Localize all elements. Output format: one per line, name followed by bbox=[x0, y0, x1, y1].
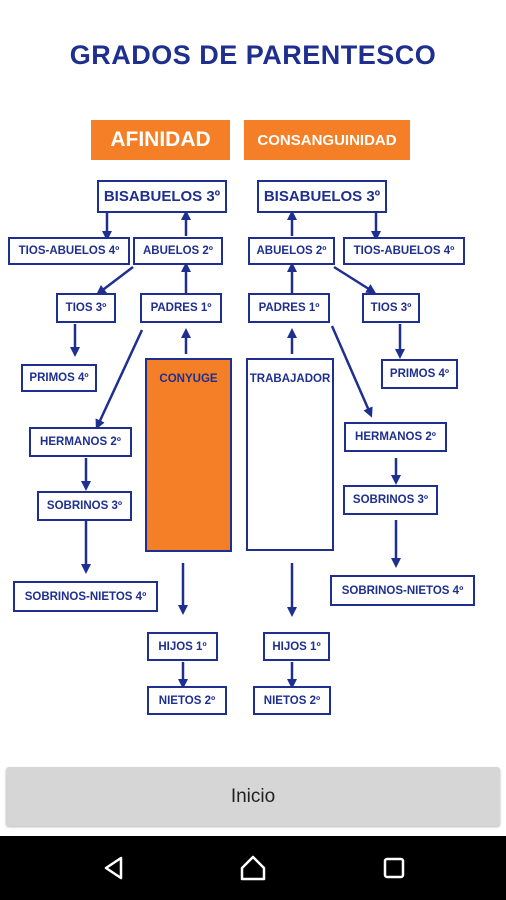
home-icon[interactable] bbox=[223, 836, 283, 900]
node-abuelos-right: ABUELOS 2º bbox=[248, 237, 335, 265]
node-hermanos-right: HERMANOS 2º bbox=[344, 422, 447, 452]
node-trabajador: TRABAJADOR bbox=[246, 358, 334, 551]
recents-icon[interactable] bbox=[364, 836, 424, 900]
arrow-to-hermanos-left bbox=[95, 329, 144, 430]
back-icon[interactable] bbox=[84, 836, 144, 900]
node-hijos-left: HIJOS 1º bbox=[147, 632, 218, 661]
node-bisabuelos-right: BISABUELOS 3º bbox=[257, 180, 387, 213]
page-title: GRADOS DE PARENTESCO bbox=[69, 40, 437, 70]
node-sobrinos-nietos-right: SOBRINOS-NIETOS 4º bbox=[330, 575, 475, 606]
node-tios-abuelos-left: TIOS-ABUELOS 4º bbox=[8, 237, 130, 265]
node-hijos-right: HIJOS 1º bbox=[263, 632, 330, 661]
node-bisabuelos-left: BISABUELOS 3º bbox=[97, 180, 227, 213]
node-padres-right: PADRES 1º bbox=[248, 293, 330, 323]
node-nietos-left: NIETOS 2º bbox=[147, 686, 227, 715]
node-hermanos-left: HERMANOS 2º bbox=[29, 427, 132, 457]
inicio-button[interactable]: Inicio bbox=[6, 767, 500, 826]
node-sobrinos-nietos-left: SOBRINOS-NIETOS 4º bbox=[13, 581, 158, 612]
header-consanguinidad: CONSANGUINIDAD bbox=[244, 120, 410, 160]
arrow-to-tios-left bbox=[96, 266, 134, 296]
node-nietos-right: NIETOS 2º bbox=[253, 686, 331, 715]
node-tios-left: TIOS 3º bbox=[56, 293, 116, 323]
node-sobrinos-right: SOBRINOS 3º bbox=[343, 485, 438, 515]
navigation-bar bbox=[0, 836, 506, 900]
arrow-to-tios-right bbox=[333, 265, 377, 294]
node-tios-right: TIOS 3º bbox=[362, 293, 420, 323]
node-conyuge: CONYUGE bbox=[145, 358, 232, 552]
node-tios-abuelos-right: TIOS-ABUELOS 4º bbox=[343, 237, 465, 265]
node-padres-left: PADRES 1º bbox=[140, 293, 222, 323]
node-abuelos-left: ABUELOS 2º bbox=[133, 237, 223, 265]
arrow-to-hermanos-right bbox=[330, 325, 373, 418]
node-sobrinos-left: SOBRINOS 3º bbox=[37, 491, 132, 521]
node-primos-right: PRIMOS 4º bbox=[381, 359, 458, 389]
node-primos-left: PRIMOS 4º bbox=[21, 364, 97, 392]
header-afinidad: AFINIDAD bbox=[91, 120, 230, 160]
